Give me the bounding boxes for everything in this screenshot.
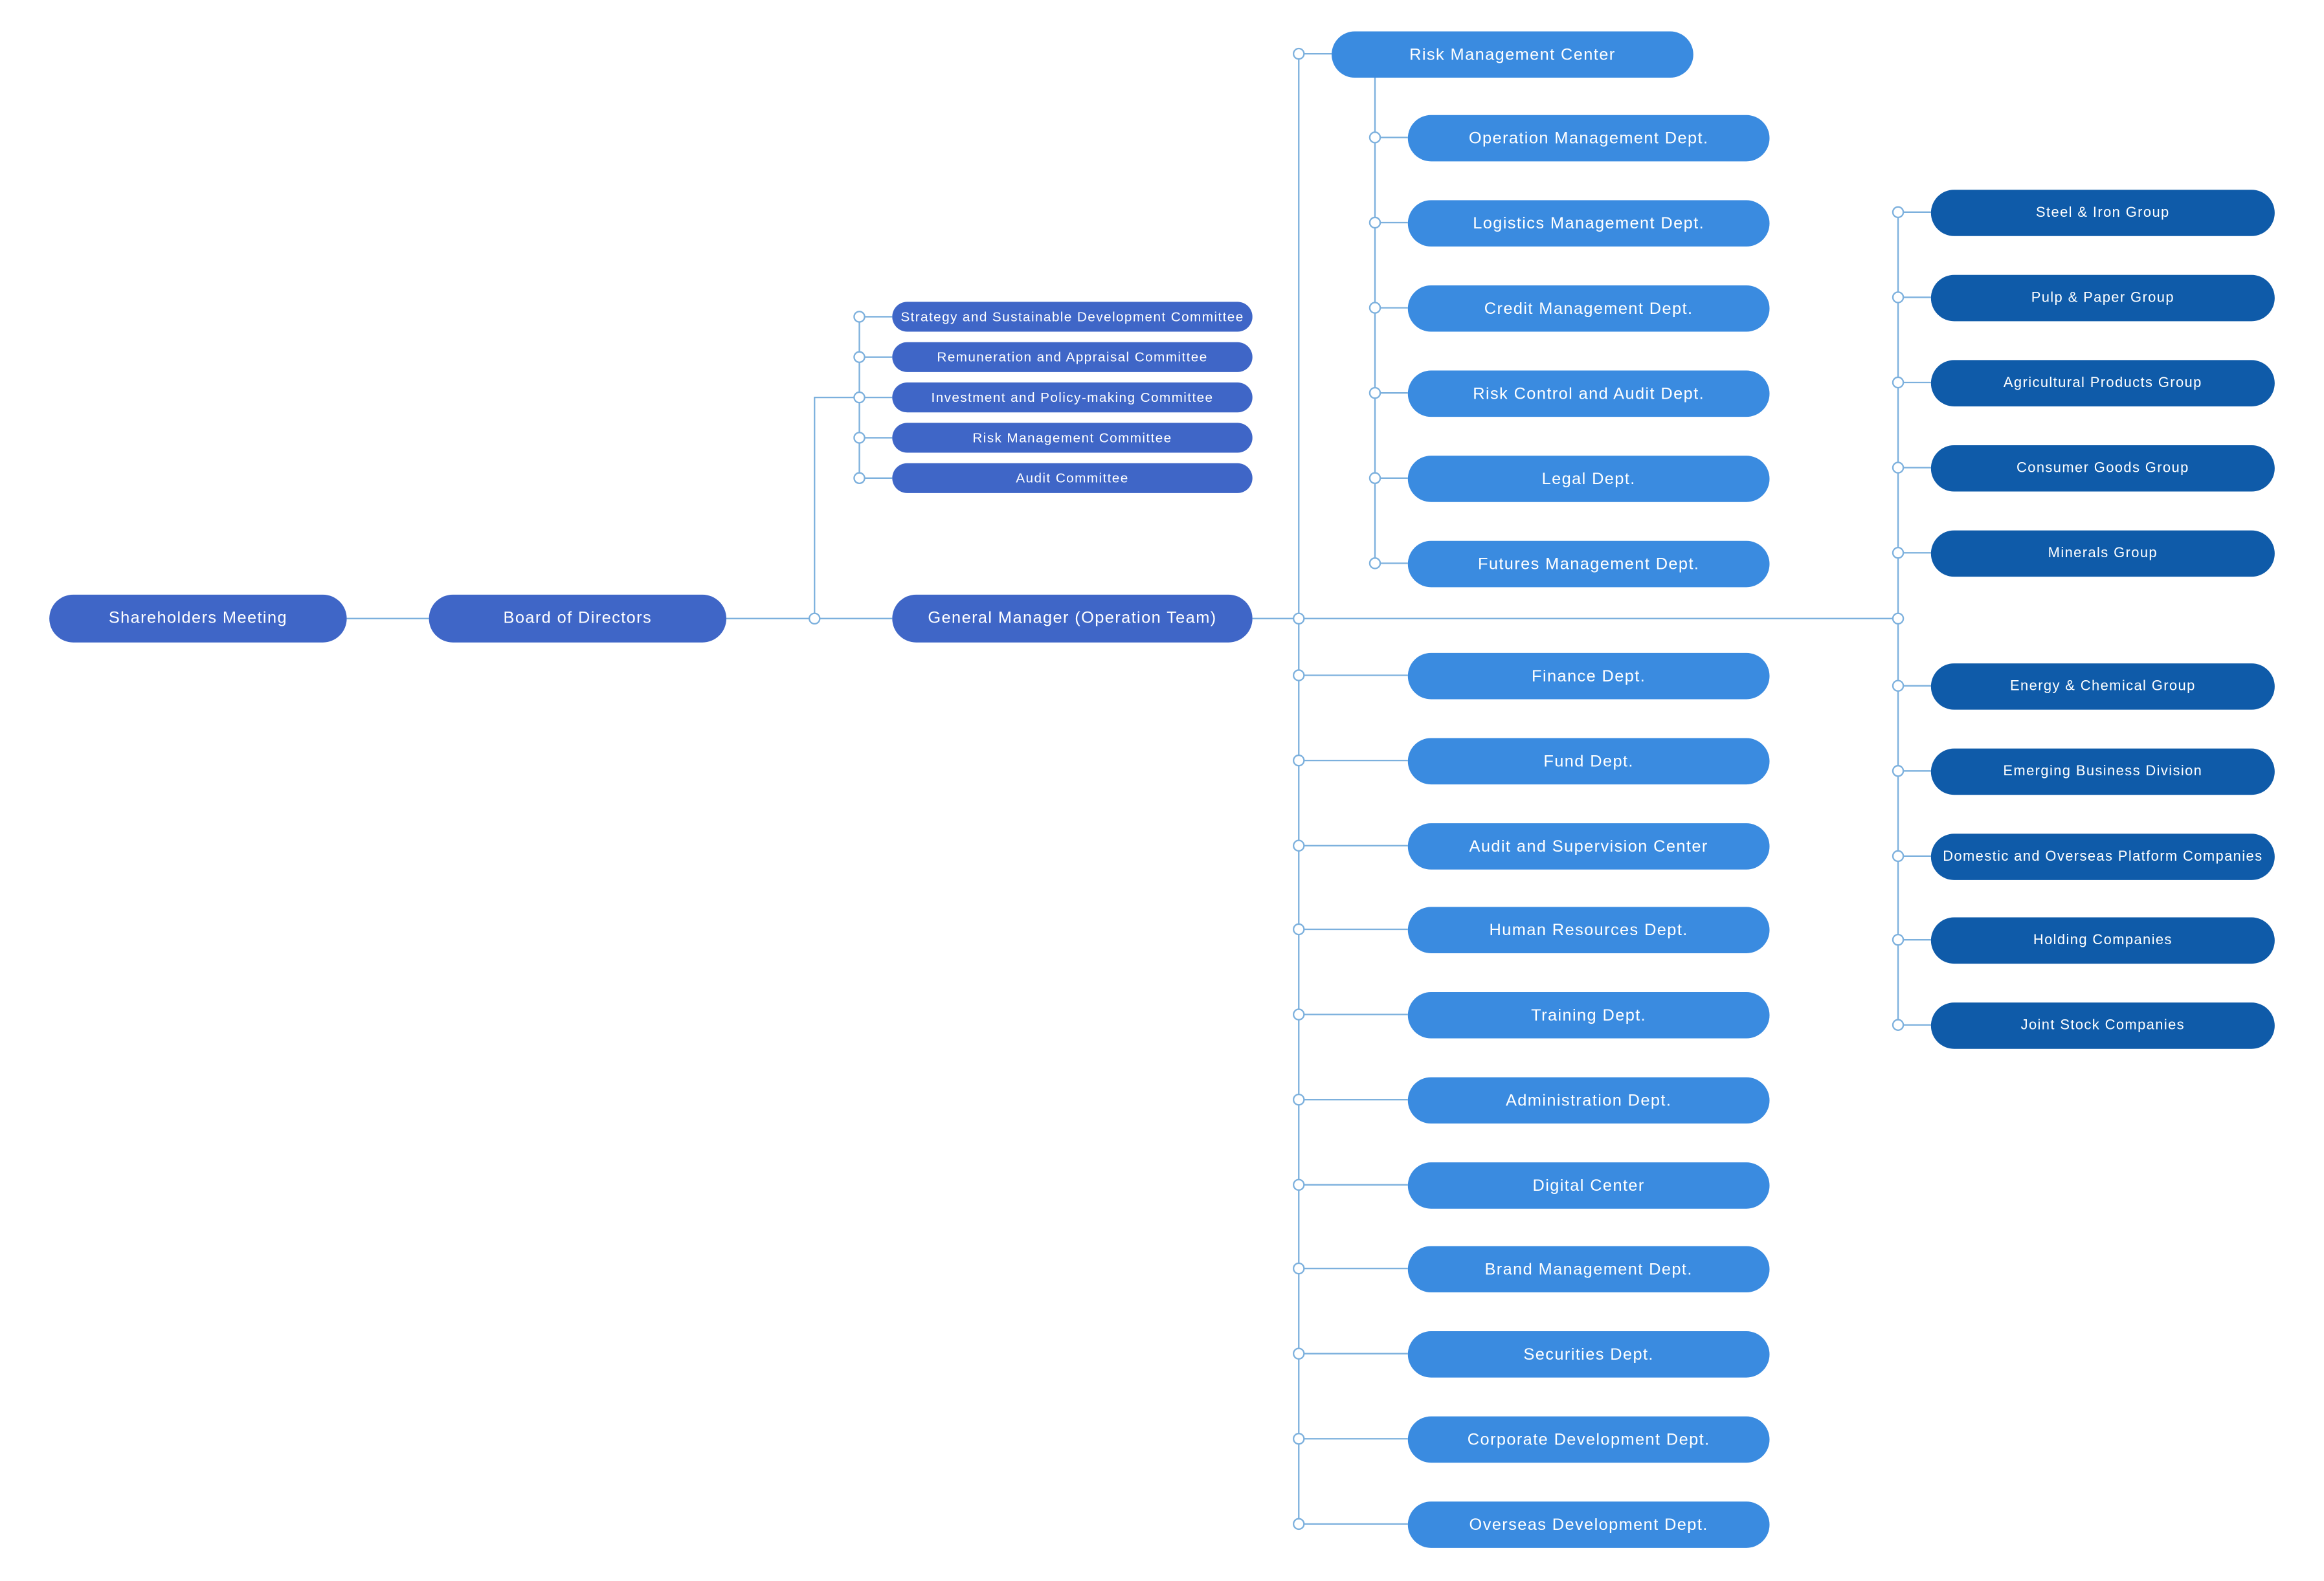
- board-of-directors-node[interactable]: Board of Directors: [429, 594, 727, 643]
- risk-dept-node[interactable]: Operation Management Dept.: [1407, 115, 1770, 162]
- business-group-node[interactable]: Agricultural Products Group: [1930, 360, 2275, 406]
- business-group-node[interactable]: Steel & Iron Group: [1930, 190, 2275, 236]
- committee-node-strategy[interactable]: Strategy and Sustainable Development Com…: [892, 302, 1253, 332]
- department-node[interactable]: Administration Dept.: [1407, 1077, 1770, 1124]
- general-manager-node[interactable]: General Manager (Operation Team): [892, 594, 1253, 643]
- shareholders-meeting-node[interactable]: Shareholders Meeting: [49, 594, 347, 643]
- business-group-node[interactable]: Pulp & Paper Group: [1930, 274, 2275, 322]
- department-node[interactable]: Human Resources Dept.: [1407, 907, 1770, 953]
- business-group-node[interactable]: Holding Companies: [1930, 917, 2275, 964]
- risk-dept-node[interactable]: Risk Control and Audit Dept.: [1407, 370, 1770, 417]
- business-group-node[interactable]: Energy & Chemical Group: [1930, 663, 2275, 710]
- department-node[interactable]: Fund Dept.: [1407, 738, 1770, 785]
- department-node[interactable]: Audit and Supervision Center: [1407, 823, 1770, 870]
- department-node[interactable]: Securities Dept.: [1407, 1331, 1770, 1378]
- committee-node-investment[interactable]: Investment and Policy-making Committee: [892, 382, 1253, 413]
- business-group-node[interactable]: Emerging Business Division: [1930, 748, 2275, 795]
- risk-management-center-node[interactable]: Risk Management Center: [1332, 31, 1693, 78]
- department-node[interactable]: Digital Center: [1407, 1162, 1770, 1209]
- department-node[interactable]: Finance Dept.: [1407, 652, 1770, 700]
- business-group-node[interactable]: Domestic and Overseas Platform Companies: [1930, 834, 2275, 880]
- department-node[interactable]: Overseas Development Dept.: [1407, 1501, 1770, 1548]
- committee-node-remuneration[interactable]: Remuneration and Appraisal Committee: [892, 342, 1253, 372]
- business-group-node[interactable]: Minerals Group: [1930, 530, 2275, 577]
- department-node[interactable]: Brand Management Dept.: [1407, 1246, 1770, 1293]
- risk-dept-node[interactable]: Credit Management Dept.: [1407, 285, 1770, 332]
- department-node[interactable]: Training Dept.: [1407, 991, 1770, 1039]
- business-group-node[interactable]: Consumer Goods Group: [1930, 445, 2275, 492]
- committee-node-risk-management[interactable]: Risk Management Committee: [892, 423, 1253, 453]
- risk-dept-node[interactable]: Legal Dept.: [1407, 456, 1770, 502]
- business-group-node[interactable]: Joint Stock Companies: [1930, 1002, 2275, 1049]
- risk-dept-node[interactable]: Futures Management Dept.: [1407, 540, 1770, 588]
- department-node[interactable]: Corporate Development Dept.: [1407, 1416, 1770, 1463]
- committee-node-audit[interactable]: Audit Committee: [892, 463, 1253, 493]
- risk-dept-node[interactable]: Logistics Management Dept.: [1407, 200, 1770, 247]
